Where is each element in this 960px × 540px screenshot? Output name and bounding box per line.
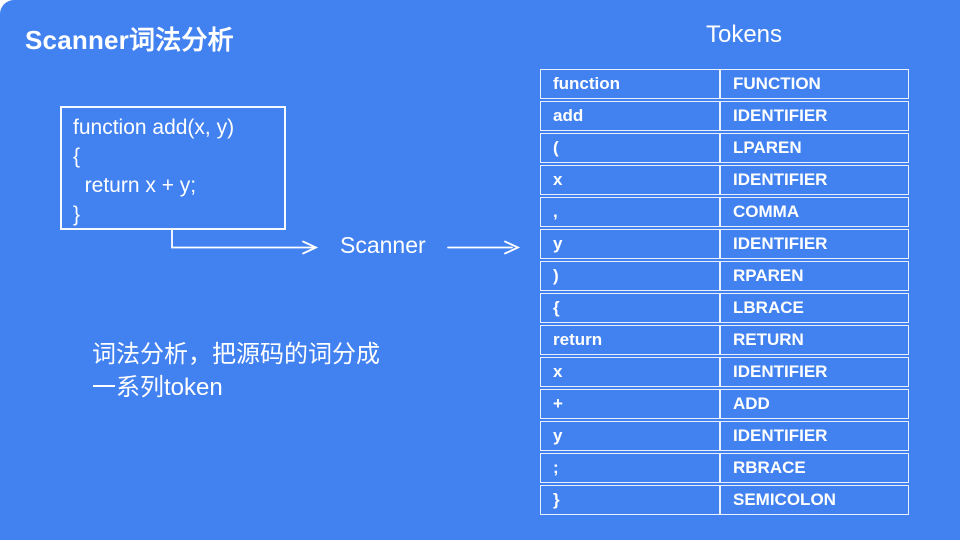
token-row: ;RBRACE bbox=[540, 453, 909, 483]
token-lexeme-cell: , bbox=[540, 197, 720, 227]
token-type-cell: IDENTIFIER bbox=[720, 165, 909, 195]
token-type-cell: FUNCTION bbox=[720, 69, 909, 99]
token-type-cell: IDENTIFIER bbox=[720, 421, 909, 451]
token-type-cell: RETURN bbox=[720, 325, 909, 355]
token-lexeme-cell: x bbox=[540, 357, 720, 387]
token-type-cell: IDENTIFIER bbox=[720, 229, 909, 259]
token-type-cell: RPAREN bbox=[720, 261, 909, 291]
token-row: +ADD bbox=[540, 389, 909, 419]
token-row: (LPAREN bbox=[540, 133, 909, 163]
code-line: } bbox=[73, 203, 81, 226]
token-row: ,COMMA bbox=[540, 197, 909, 227]
token-lexeme-cell: y bbox=[540, 229, 720, 259]
code-line: function add(x, y) bbox=[73, 116, 235, 139]
token-type-cell: IDENTIFIER bbox=[720, 357, 909, 387]
code-line: { bbox=[73, 145, 81, 168]
token-row: }SEMICOLON bbox=[540, 485, 909, 515]
token-lexeme-cell: function bbox=[540, 69, 720, 99]
token-type-cell: COMMA bbox=[720, 197, 909, 227]
caption-text: 词法分析，把源码的词分成一系列token bbox=[92, 338, 380, 404]
token-type-cell: LPAREN bbox=[720, 133, 909, 163]
token-type-cell: ADD bbox=[720, 389, 909, 419]
caption-line: 词法分析，把源码的词分成 bbox=[92, 341, 380, 368]
token-row: {LBRACE bbox=[540, 293, 909, 323]
token-lexeme-cell: } bbox=[540, 485, 720, 515]
token-type-cell: IDENTIFIER bbox=[720, 101, 909, 131]
tokens-heading: Tokens bbox=[705, 21, 783, 48]
code-line: return x + y; bbox=[73, 174, 197, 197]
token-lexeme-cell: { bbox=[540, 293, 720, 323]
scanner-label: Scanner bbox=[340, 232, 426, 258]
token-lexeme-cell: + bbox=[540, 389, 720, 419]
code-to-scanner-arrowhead-icon bbox=[302, 240, 319, 255]
token-lexeme-cell: y bbox=[540, 421, 720, 451]
source-code-box: function add(x, y) { return x + y;} bbox=[60, 106, 286, 230]
token-type-cell: LBRACE bbox=[720, 293, 909, 323]
token-lexeme-cell: ; bbox=[540, 453, 720, 483]
caption-line: 一系列token bbox=[92, 374, 223, 401]
token-type-cell: RBRACE bbox=[720, 453, 909, 483]
token-row: )RPAREN bbox=[540, 261, 909, 291]
token-lexeme-cell: x bbox=[540, 165, 720, 195]
token-lexeme-cell: ) bbox=[540, 261, 720, 291]
token-type-cell: SEMICOLON bbox=[720, 485, 909, 515]
code-to-scanner-connector bbox=[171, 229, 314, 249]
token-lexeme-cell: ( bbox=[540, 133, 720, 163]
page-title: Scanner词法分析 bbox=[25, 25, 234, 55]
token-lexeme-cell: return bbox=[540, 325, 720, 355]
scanner-to-tokens-arrowhead-icon bbox=[504, 240, 521, 255]
token-lexeme-cell: add bbox=[540, 101, 720, 131]
